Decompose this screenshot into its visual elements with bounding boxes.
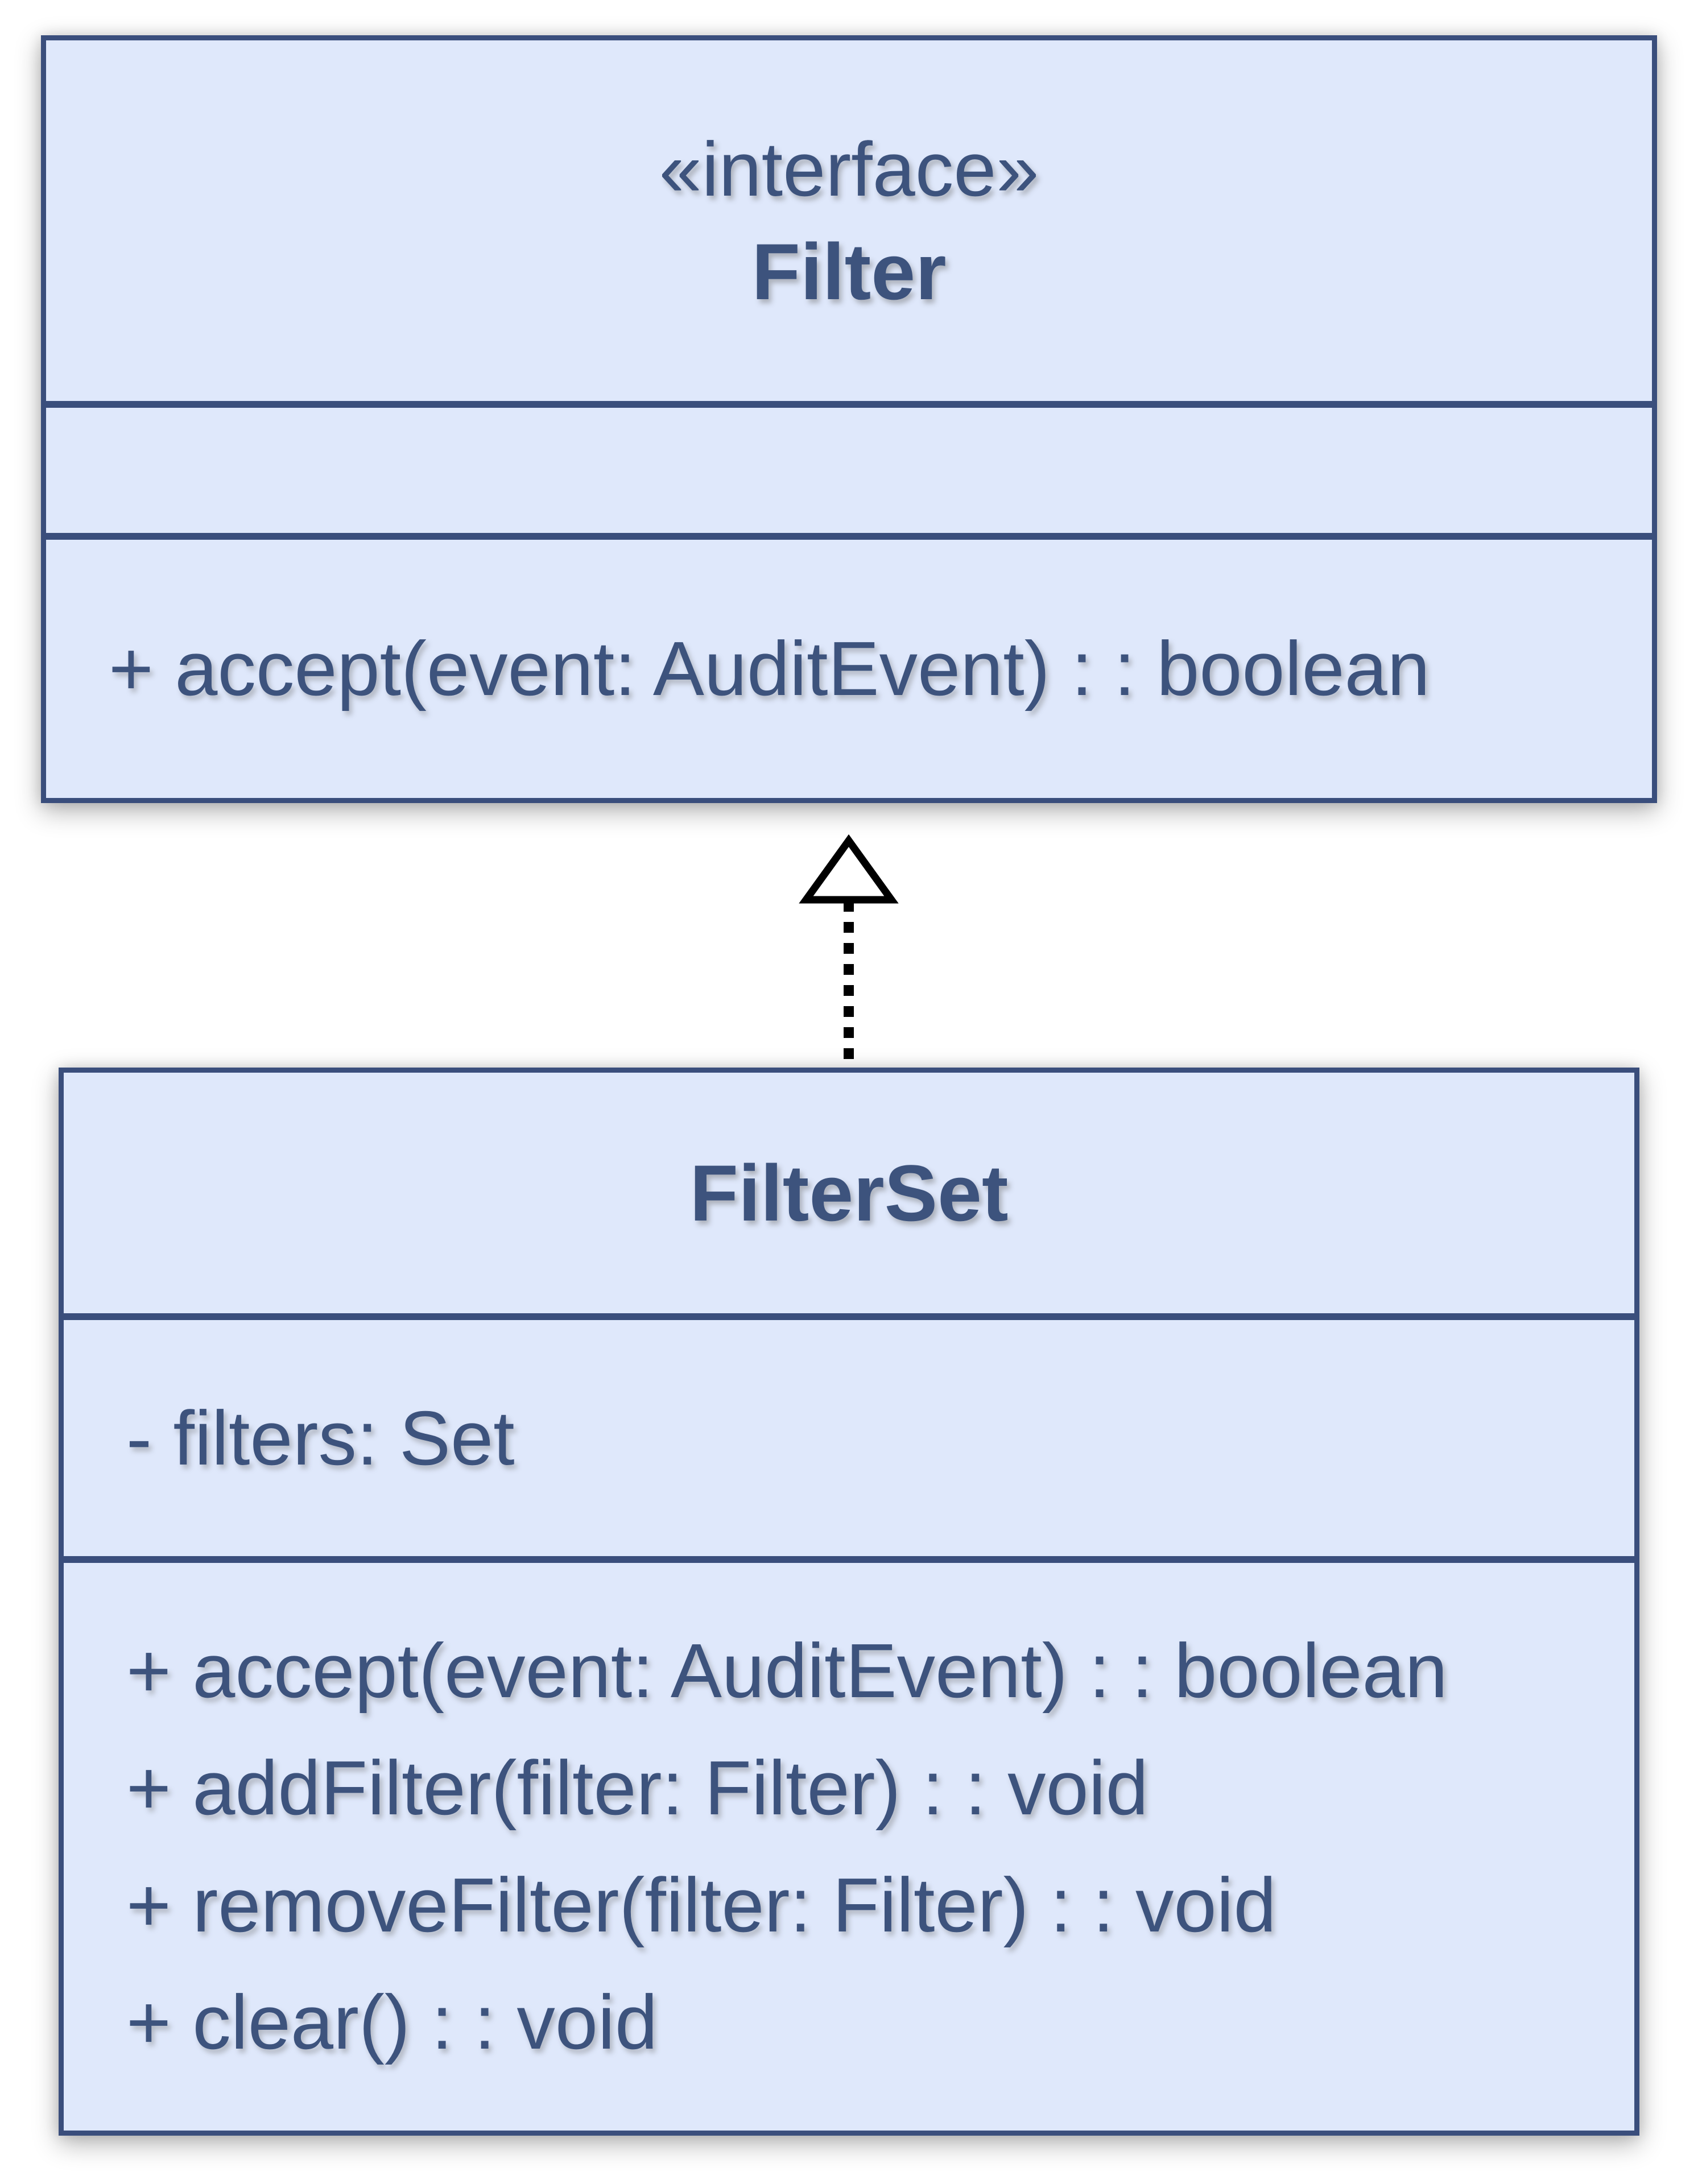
interface-attributes-compartment-empty — [46, 401, 1652, 533]
interface-stereotype-label: «interface» — [659, 126, 1039, 212]
class-name-label: FilterSet — [689, 1148, 1009, 1238]
class-method-accept: + accept(event: AuditEvent) : : boolean — [126, 1628, 1448, 1714]
class-method-addfilter: + addFilter(filter: Filter) : : void — [126, 1745, 1149, 1831]
class-title-compartment: FilterSet — [64, 1073, 1634, 1313]
interface-filter-box: «interface» Filter + accept(event: Audit… — [41, 35, 1657, 803]
interface-name-label: Filter — [751, 227, 947, 316]
interface-title-compartment: «interface» Filter — [46, 40, 1652, 401]
interface-method-accept: + accept(event: AuditEvent) : : boolean — [109, 626, 1430, 712]
class-attribute-filters: - filters: Set — [126, 1395, 515, 1481]
class-attributes-compartment: - filters: Set — [64, 1313, 1634, 1556]
realization-arrow — [799, 834, 899, 1068]
class-method-removefilter: + removeFilter(filter: Filter) : : void — [126, 1862, 1276, 1948]
class-methods-compartment: + accept(event: AuditEvent) : : boolean … — [64, 1556, 1634, 2131]
hollow-triangle-arrowhead — [799, 834, 899, 904]
interface-methods-compartment: + accept(event: AuditEvent) : : boolean — [46, 533, 1652, 798]
class-method-clear: + clear() : : void — [126, 1979, 658, 2065]
class-filterset-box: FilterSet - filters: Set + accept(event:… — [59, 1068, 1639, 2136]
